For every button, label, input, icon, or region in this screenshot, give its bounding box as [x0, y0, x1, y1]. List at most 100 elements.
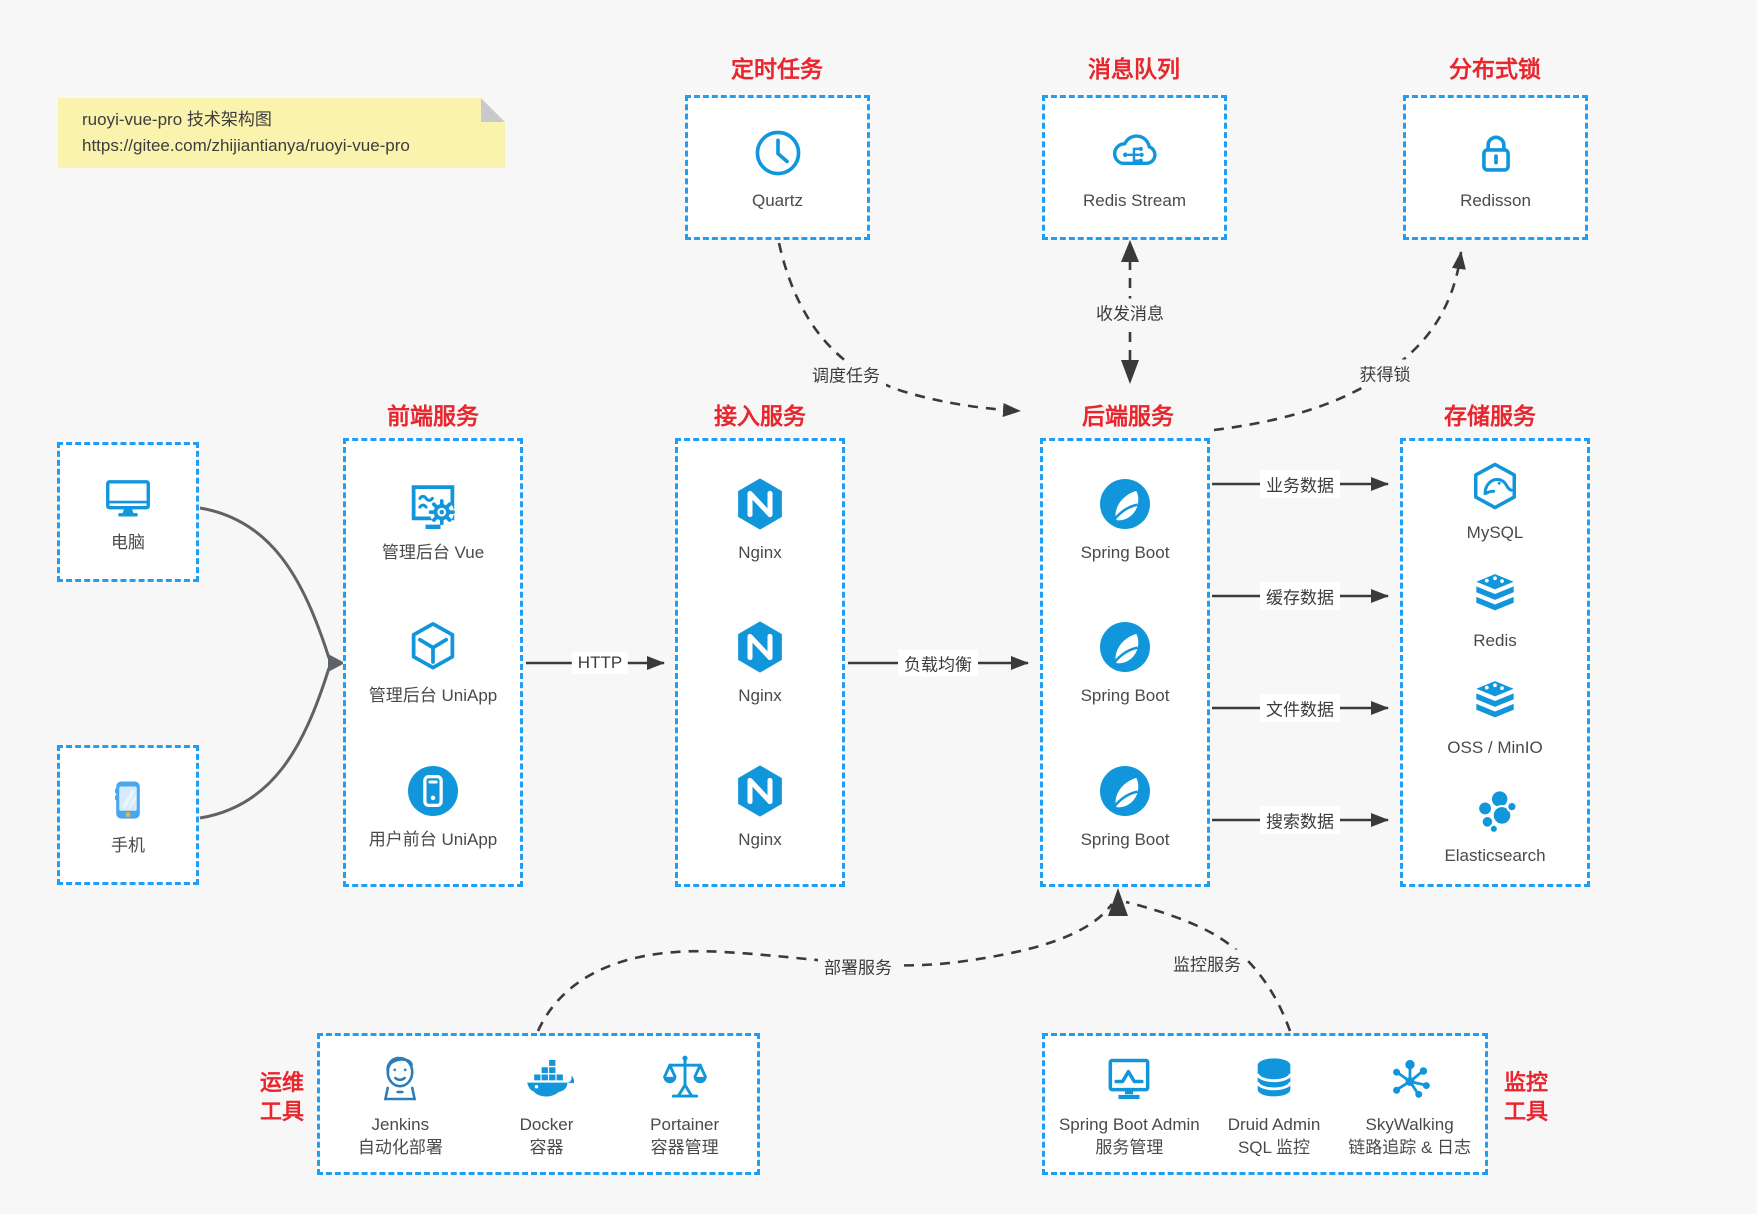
monitor-service-label: 监控服务 — [1167, 949, 1247, 977]
computer-box: 电脑 — [57, 442, 199, 582]
devops-box: Jenkins 自动化部署 Docker 容器 — [317, 1033, 760, 1175]
deploy-service-label: 部署服务 — [818, 952, 898, 980]
jenkins-name: Jenkins — [371, 1114, 430, 1134]
business-data-label: 业务数据 — [1260, 470, 1340, 498]
title-backend: 后端服务 — [1082, 403, 1174, 429]
client-curves — [199, 506, 331, 820]
message-up-arrowhead — [1121, 240, 1139, 262]
gateway-item-1: Nginx — [730, 474, 790, 564]
cache-data-label: 缓存数据 — [1260, 582, 1340, 610]
backend-item-1: Spring Boot — [1081, 474, 1169, 564]
spring-boot-icon — [1100, 478, 1150, 529]
storage-box: MySQL Redis OSS / MinIO — [1400, 438, 1590, 887]
computer-label: 电脑 — [111, 533, 145, 552]
lock-icon — [1481, 135, 1510, 172]
phone-box: 手机 — [57, 745, 199, 885]
send-receive-message-label: 收发消息 — [1090, 298, 1170, 326]
deploy-monitor-arrowhead — [1108, 888, 1128, 916]
skywalking-nodes-icon — [1392, 1059, 1430, 1098]
storage-oss-label: OSS / MinIO — [1447, 738, 1543, 758]
load-balance-label: 负载均衡 — [898, 649, 978, 677]
schedule-task-label: 调度任务 — [806, 360, 886, 388]
druid-database-icon — [1256, 1057, 1292, 1096]
search-data-label: 搜索数据 — [1260, 806, 1340, 834]
title-distributed-lock: 分布式锁 — [1449, 56, 1541, 82]
jenkins-icon — [384, 1056, 417, 1100]
frontend-uniapp-user-label: 用户前台 UniApp — [368, 830, 498, 850]
nginx-icon — [738, 621, 782, 674]
backend-item-3: Spring Boot — [1080, 761, 1170, 851]
mobile-phone-icon — [115, 781, 140, 819]
uniapp-cube-icon — [411, 622, 455, 670]
phone-item: 手机 — [101, 773, 155, 857]
title-storage: 存储服务 — [1444, 403, 1536, 429]
nginx-icon — [738, 478, 782, 530]
redisson-label: Redisson — [1460, 190, 1531, 210]
storage-item-redis: Redis — [1467, 566, 1523, 652]
sba-name: Spring Boot Admin — [1058, 1114, 1200, 1134]
clock-icon — [755, 130, 800, 175]
acquire-lock-label: 获得锁 — [1353, 359, 1417, 387]
storage-elasticsearch-label: Elasticsearch — [1444, 846, 1546, 866]
gateway-nginx-label-3: Nginx — [738, 830, 782, 850]
admin-vue-icon — [411, 485, 455, 529]
quartz-label: Quartz — [751, 190, 804, 210]
message-down-arrowhead — [1121, 360, 1139, 384]
gateway-item-2: Nginx — [730, 617, 790, 707]
oss-minio-stack-icon — [1476, 681, 1514, 718]
devops-item-portainer: Portainer 容器管理 — [650, 1050, 719, 1159]
storage-item-elasticsearch: Elasticsearch — [1444, 781, 1546, 867]
gateway-box: Nginx Nginx Nginx — [675, 438, 845, 887]
frontend-item-uniapp-admin: 管理后台 UniApp — [369, 617, 497, 707]
portainer-name: Portainer — [650, 1114, 720, 1134]
jenkins-desc: 自动化部署 — [357, 1137, 443, 1157]
monitoring-item-skywalking: SkyWalking 链路追踪 & 日志 — [1348, 1050, 1471, 1159]
gateway-item-3: Nginx — [730, 761, 790, 851]
acquire-lock-curve — [1213, 251, 1466, 432]
computer-item: 电脑 — [101, 470, 155, 554]
storage-item-mysql: MySQL — [1466, 458, 1524, 544]
quartz-box: Quartz — [685, 95, 870, 240]
redisson-box: Redisson — [1403, 95, 1588, 240]
sticky-note: ruoyi-vue-pro 技术架构图 https://gitee.com/zh… — [58, 98, 505, 168]
backend-spring-label-3: Spring Boot — [1080, 830, 1170, 850]
redisson-item: Redisson — [1460, 124, 1531, 212]
frontend-item-vue: 管理后台 Vue — [382, 474, 484, 564]
computer-icon — [106, 480, 150, 517]
title-message-queue: 消息队列 — [1088, 56, 1180, 82]
docker-name: Docker — [519, 1114, 574, 1134]
redis-stream-label: Redis Stream — [1083, 190, 1186, 210]
redis-stream-box: Redis Stream — [1042, 95, 1227, 240]
storage-mysql-label: MySQL — [1466, 522, 1524, 542]
cloud-stream-icon — [1113, 133, 1158, 165]
redis-stack-icon — [1476, 573, 1514, 610]
frontend-vue-label: 管理后台 Vue — [381, 542, 485, 562]
frontend-uniapp-admin-label: 管理后台 UniApp — [368, 686, 498, 706]
mysql-icon — [1474, 462, 1516, 510]
devops-item-docker: Docker 容器 — [519, 1050, 575, 1159]
monitoring-item-sba: Spring Boot Admin 服务管理 — [1059, 1050, 1200, 1159]
file-data-label: 文件数据 — [1260, 694, 1340, 722]
portainer-scales-icon — [662, 1055, 707, 1098]
phone-label: 手机 — [111, 836, 145, 855]
docker-desc: 容器 — [529, 1137, 564, 1157]
elasticsearch-icon — [1477, 789, 1518, 835]
quartz-item: Quartz — [749, 124, 807, 212]
spring-boot-admin-icon — [1108, 1058, 1150, 1099]
gateway-nginx-label-2: Nginx — [738, 686, 782, 706]
storage-redis-label: Redis — [1473, 630, 1517, 650]
skywalking-desc: 链路追踪 & 日志 — [1348, 1137, 1472, 1157]
portainer-desc: 容器管理 — [650, 1137, 719, 1157]
druid-desc: SQL 监控 — [1237, 1137, 1311, 1157]
druid-name: Druid Admin — [1227, 1114, 1321, 1134]
redis-stream-item: Redis Stream — [1083, 124, 1186, 212]
backend-spring-label-2: Spring Boot — [1080, 686, 1170, 706]
spring-boot-icon — [1100, 766, 1150, 817]
note-url: https://gitee.com/zhijiantianya/ruoyi-vu… — [82, 136, 410, 155]
backend-item-2: Spring Boot — [1080, 617, 1170, 707]
spring-boot-icon — [1100, 622, 1150, 673]
monitoring-side-label: 监控 工具 — [1503, 1070, 1548, 1124]
storage-item-oss: OSS / MinIO — [1447, 673, 1543, 759]
uniapp-user-icon — [407, 766, 458, 817]
